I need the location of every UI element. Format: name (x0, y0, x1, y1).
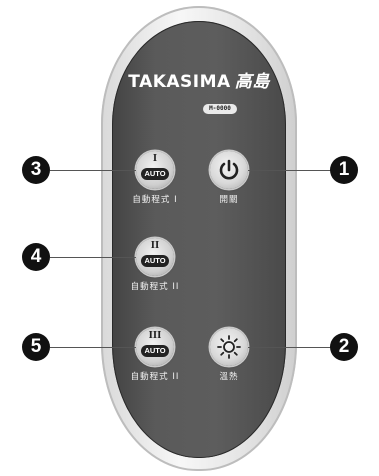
callout-line-3 (50, 170, 136, 171)
callout-line-4 (50, 257, 136, 258)
power-label: 開關 (219, 195, 239, 205)
power-icon (219, 159, 239, 180)
callout-line-1 (248, 170, 331, 171)
callout-number-5: 5 (22, 333, 50, 361)
callout-number-4: 4 (22, 243, 50, 271)
power-button[interactable] (210, 151, 248, 189)
callout-number-2: 2 (330, 333, 358, 361)
heat-button[interactable] (210, 328, 248, 366)
roman-numeral: III (148, 331, 162, 341)
auto-badge: AUTO (141, 168, 169, 180)
auto-badge: AUTO (141, 255, 169, 267)
callout-number-3: 3 (22, 156, 50, 184)
auto-program-1-label: 自動程式 I (132, 195, 178, 205)
heat-label: 溫熱 (219, 372, 239, 382)
brand-chinese: 高島 (234, 72, 270, 92)
auto-program-1-button[interactable]: I AUTO (136, 151, 174, 189)
auto-program-2-label: 自動程式 II (130, 282, 180, 292)
sun-icon (217, 335, 241, 359)
callout-number-1: 1 (330, 156, 358, 184)
remote-face (112, 21, 286, 458)
auto-program-2-button[interactable]: II AUTO (136, 238, 174, 276)
callout-line-2 (248, 347, 331, 348)
brand-latin: TAKASIMA (128, 72, 231, 92)
auto-program-3-button[interactable]: III AUTO (136, 328, 174, 366)
roman-numeral: I (152, 154, 158, 164)
callout-line-5 (50, 347, 136, 348)
auto-badge: AUTO (141, 345, 169, 357)
roman-numeral: II (150, 241, 160, 251)
model-badge: M-0000 (203, 104, 237, 114)
auto-program-3-label: 自動程式 II (130, 372, 180, 382)
